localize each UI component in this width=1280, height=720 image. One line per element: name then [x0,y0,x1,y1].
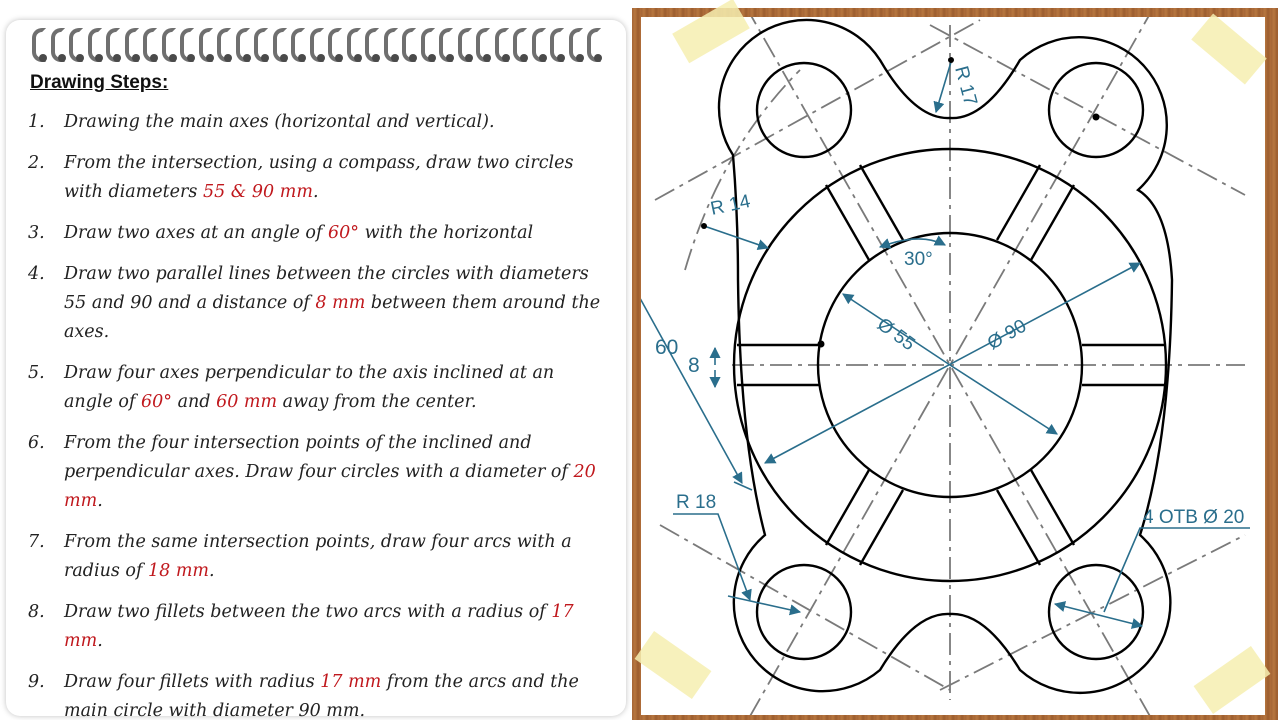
step-text: Draw two axes at an angle of 60° with th… [64,223,534,243]
spiral-ring [402,28,417,62]
spiral-ring [439,28,454,62]
step-number: 4. [28,264,45,284]
spiral-ring [457,28,473,62]
step-highlight: 60° [141,392,173,412]
step-highlight: 17 mm [64,602,574,651]
outer-contour [717,18,1174,694]
spiral-ring [235,28,251,62]
spiral-ring [291,28,306,62]
step-text: Draw two fillets between the two arcs wi… [64,602,574,651]
spiral-ring [420,28,436,62]
hole-bottom-left [755,563,853,661]
spiral-ring [476,28,491,62]
step-highlight: 17 mm [320,672,382,692]
steps-title: Drawing Steps: [30,72,169,93]
step-item: 5. Draw four axes perpendicular to the ax… [28,359,608,417]
spiral-ring [513,28,528,62]
spiral-binding [32,22,612,64]
spiral-ring [198,28,214,62]
technical-drawing: .ol { fill: none; stroke: #000; stroke-w… [593,4,1250,720]
spiral-ring [143,28,158,62]
dim-8-label: 8 [688,354,700,377]
step-text: From the four intersection points of the… [64,433,596,511]
spiral-ring [328,28,343,62]
step-number: 9. [28,672,45,692]
spiral-ring [309,28,325,62]
step-number: 6. [28,433,45,453]
spiral-ring [494,28,510,62]
step-item: 2. From the intersection, using a compass… [28,149,608,207]
step-item: 7. From the same intersection points, dra… [28,528,608,586]
dim-r18-label: R 18 [676,492,716,513]
dim-60-label: 60 [655,336,678,359]
spiral-ring [69,28,84,62]
step-item: 9. Draw four fillets with radius 17 mm fr… [28,668,608,720]
hole-bottom-right [1047,563,1145,661]
instructions-notebook: Drawing Steps: 1. Drawing the main axes (… [6,20,626,720]
spiral-ring [272,28,288,62]
drawing-paper: .ol { fill: none; stroke: #000; stroke-w… [593,4,1265,720]
spiral-ring [217,28,232,62]
spiral-ring [161,28,177,62]
dim-d55-label: Ø 55 [873,314,919,355]
dim-r14-label: R 14 [709,191,753,220]
step-highlight: 18 mm [148,561,210,581]
dimensions: R 17 R 14 30° Ø 55 Ø 90 60 [593,57,1250,629]
hole-top-right [1047,61,1145,159]
dim-d90-label: Ø 90 [984,316,1030,355]
spiral-ring [32,28,47,62]
step-item: 6. From the four intersection points of t… [28,429,608,516]
step-text: From the same intersection points, draw … [64,532,572,581]
step-number: 8. [28,602,45,622]
dim-holes-label: 4 ОТВ Ø 20 [1143,507,1244,528]
step-text: Draw four fillets with radius 17 mm from… [64,672,579,720]
spiral-ring [550,28,565,62]
spiral-ring [365,28,380,62]
step-number: 1. [28,112,45,132]
spiral-ring [568,28,584,62]
dim-r17-label: R 17 [950,64,981,108]
spiral-ring [383,28,399,62]
steps-list: 1. Drawing the main axes (horizontal and … [28,108,608,720]
step-item: 3. Draw two axes at an angle of 60° with … [28,219,608,248]
step-highlight: 60 mm [216,392,278,412]
step-text: Draw four axes perpendicular to the axis… [64,363,555,412]
spiral-ring [346,28,362,62]
step-highlight: 60° [327,223,360,243]
step-item: 1. Drawing the main axes (horizontal and … [28,108,608,137]
hole-top-left [755,61,853,159]
step-highlight: 20 mm [64,462,596,511]
step-text: From the intersection, using a compass, … [64,153,574,202]
step-highlight: 55 & 90 mm [202,182,313,202]
perpendicular-axis-tr [929,24,1246,196]
spiral-ring [254,28,269,62]
step-text: Draw two parallel lines between the circ… [64,264,601,342]
spiral-ring [180,28,195,62]
spiral-ring [87,28,103,62]
perpendicular-axis-tl [654,19,981,201]
spiral-ring [124,28,140,62]
spoke-point [817,340,825,348]
step-text: Drawing the main axes (horizontal and ve… [64,112,495,132]
step-number: 7. [28,532,45,552]
drawing-board: .ol { fill: none; stroke: #000; stroke-w… [593,0,1278,720]
step-number: 5. [28,363,45,383]
spiral-ring [106,28,121,62]
step-item: 8. Draw two fillets between the two arcs … [28,598,608,656]
dim-angle-label: 30° [904,249,933,270]
spiral-ring [531,28,547,62]
perpendicular-axis-br [939,534,1246,691]
hole-center-mark [1092,113,1100,121]
step-item: 4. Draw two parallel lines between the ci… [28,260,608,347]
inclined-axis-b [746,4,1156,720]
step-number: 3. [28,223,45,243]
perpendicular-axis-bl [659,524,951,691]
spiral-ring [587,28,602,62]
step-number: 2. [28,153,45,173]
center-axes [654,4,1246,720]
spiral-ring [50,28,66,62]
step-highlight: 8 mm [315,293,366,313]
